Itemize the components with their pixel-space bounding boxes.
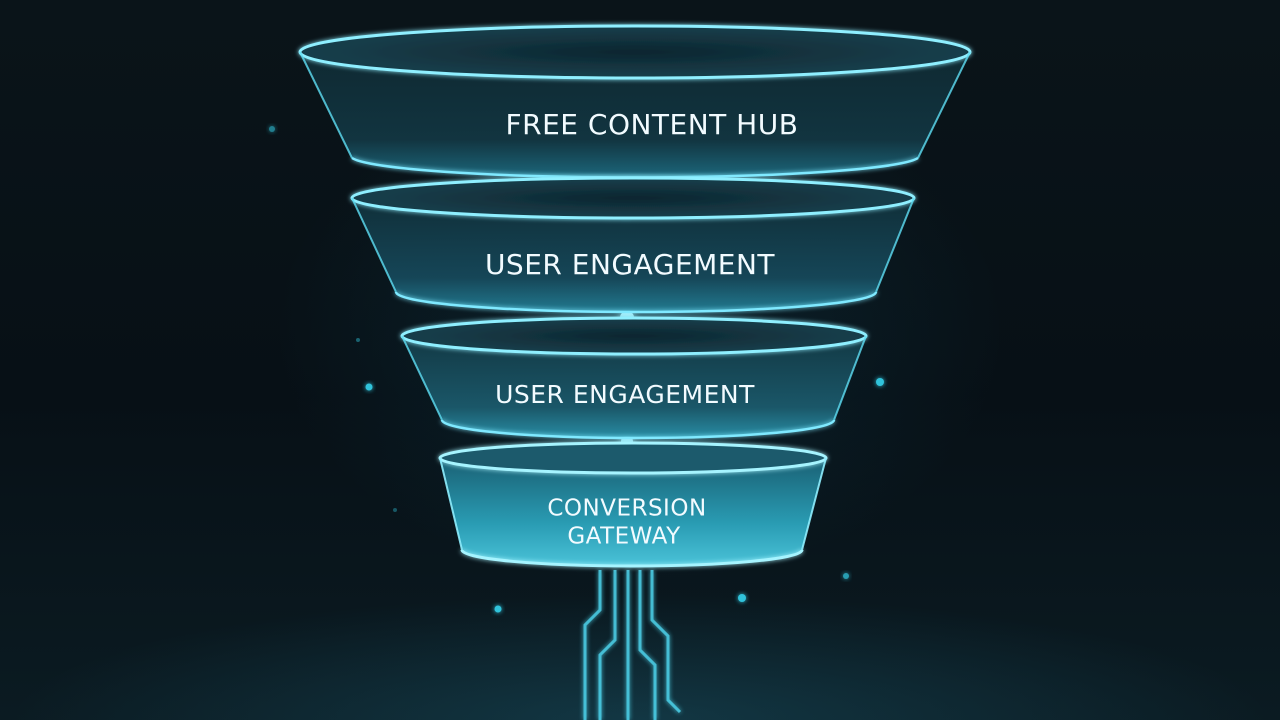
tier-side-edge [801, 457, 827, 551]
funnel-tier-2: USER ENGAGEMENT [350, 176, 916, 314]
tier-top-rim [400, 316, 868, 356]
tier-top-rim [298, 24, 972, 80]
funnel-tier-1: FREE CONTENT HUB [298, 24, 972, 179]
circuit-trace [650, 570, 682, 714]
tier-3-label: USER ENGAGEMENT [495, 380, 755, 409]
tier-bottom-rim [440, 419, 836, 440]
tier-body [440, 458, 826, 566]
particle [738, 594, 746, 602]
particle [494, 605, 502, 613]
tier-bottom-rim [394, 291, 878, 314]
tier-4-label-line-2: GATEWAY [567, 524, 681, 550]
particle [356, 338, 360, 342]
tier-side-edge [351, 197, 397, 293]
particle [365, 383, 373, 391]
particle [393, 508, 397, 512]
tier-bottom-rim [460, 549, 804, 568]
particle [269, 126, 275, 132]
funnel-tier-3: USER ENGAGEMENT [400, 316, 868, 440]
funnel-tier-4: CONVERSION GATEWAY [438, 441, 828, 568]
tier-side-edge [401, 335, 443, 421]
tier-body [300, 52, 970, 178]
tier-2-label: USER ENGAGEMENT [485, 248, 775, 281]
tier-side-edge [833, 335, 867, 421]
tier-top-rim [350, 176, 916, 220]
tier-side-edge [875, 197, 915, 293]
tier-4-label-line-1: CONVERSION [547, 496, 706, 522]
circuit-trace [638, 570, 657, 720]
tier-top-rim [438, 441, 828, 475]
tier-1-label: FREE CONTENT HUB [506, 108, 799, 141]
particle [876, 378, 884, 386]
circuit-traces [583, 570, 682, 720]
tier-body [402, 336, 866, 438]
particle [843, 573, 849, 579]
circuit-trace [583, 570, 602, 720]
tier-side-edge [917, 51, 971, 159]
tier-body [352, 198, 914, 312]
tier-side-edge [299, 51, 353, 159]
circuit-trace [598, 570, 617, 720]
tier-side-edge [439, 457, 463, 551]
